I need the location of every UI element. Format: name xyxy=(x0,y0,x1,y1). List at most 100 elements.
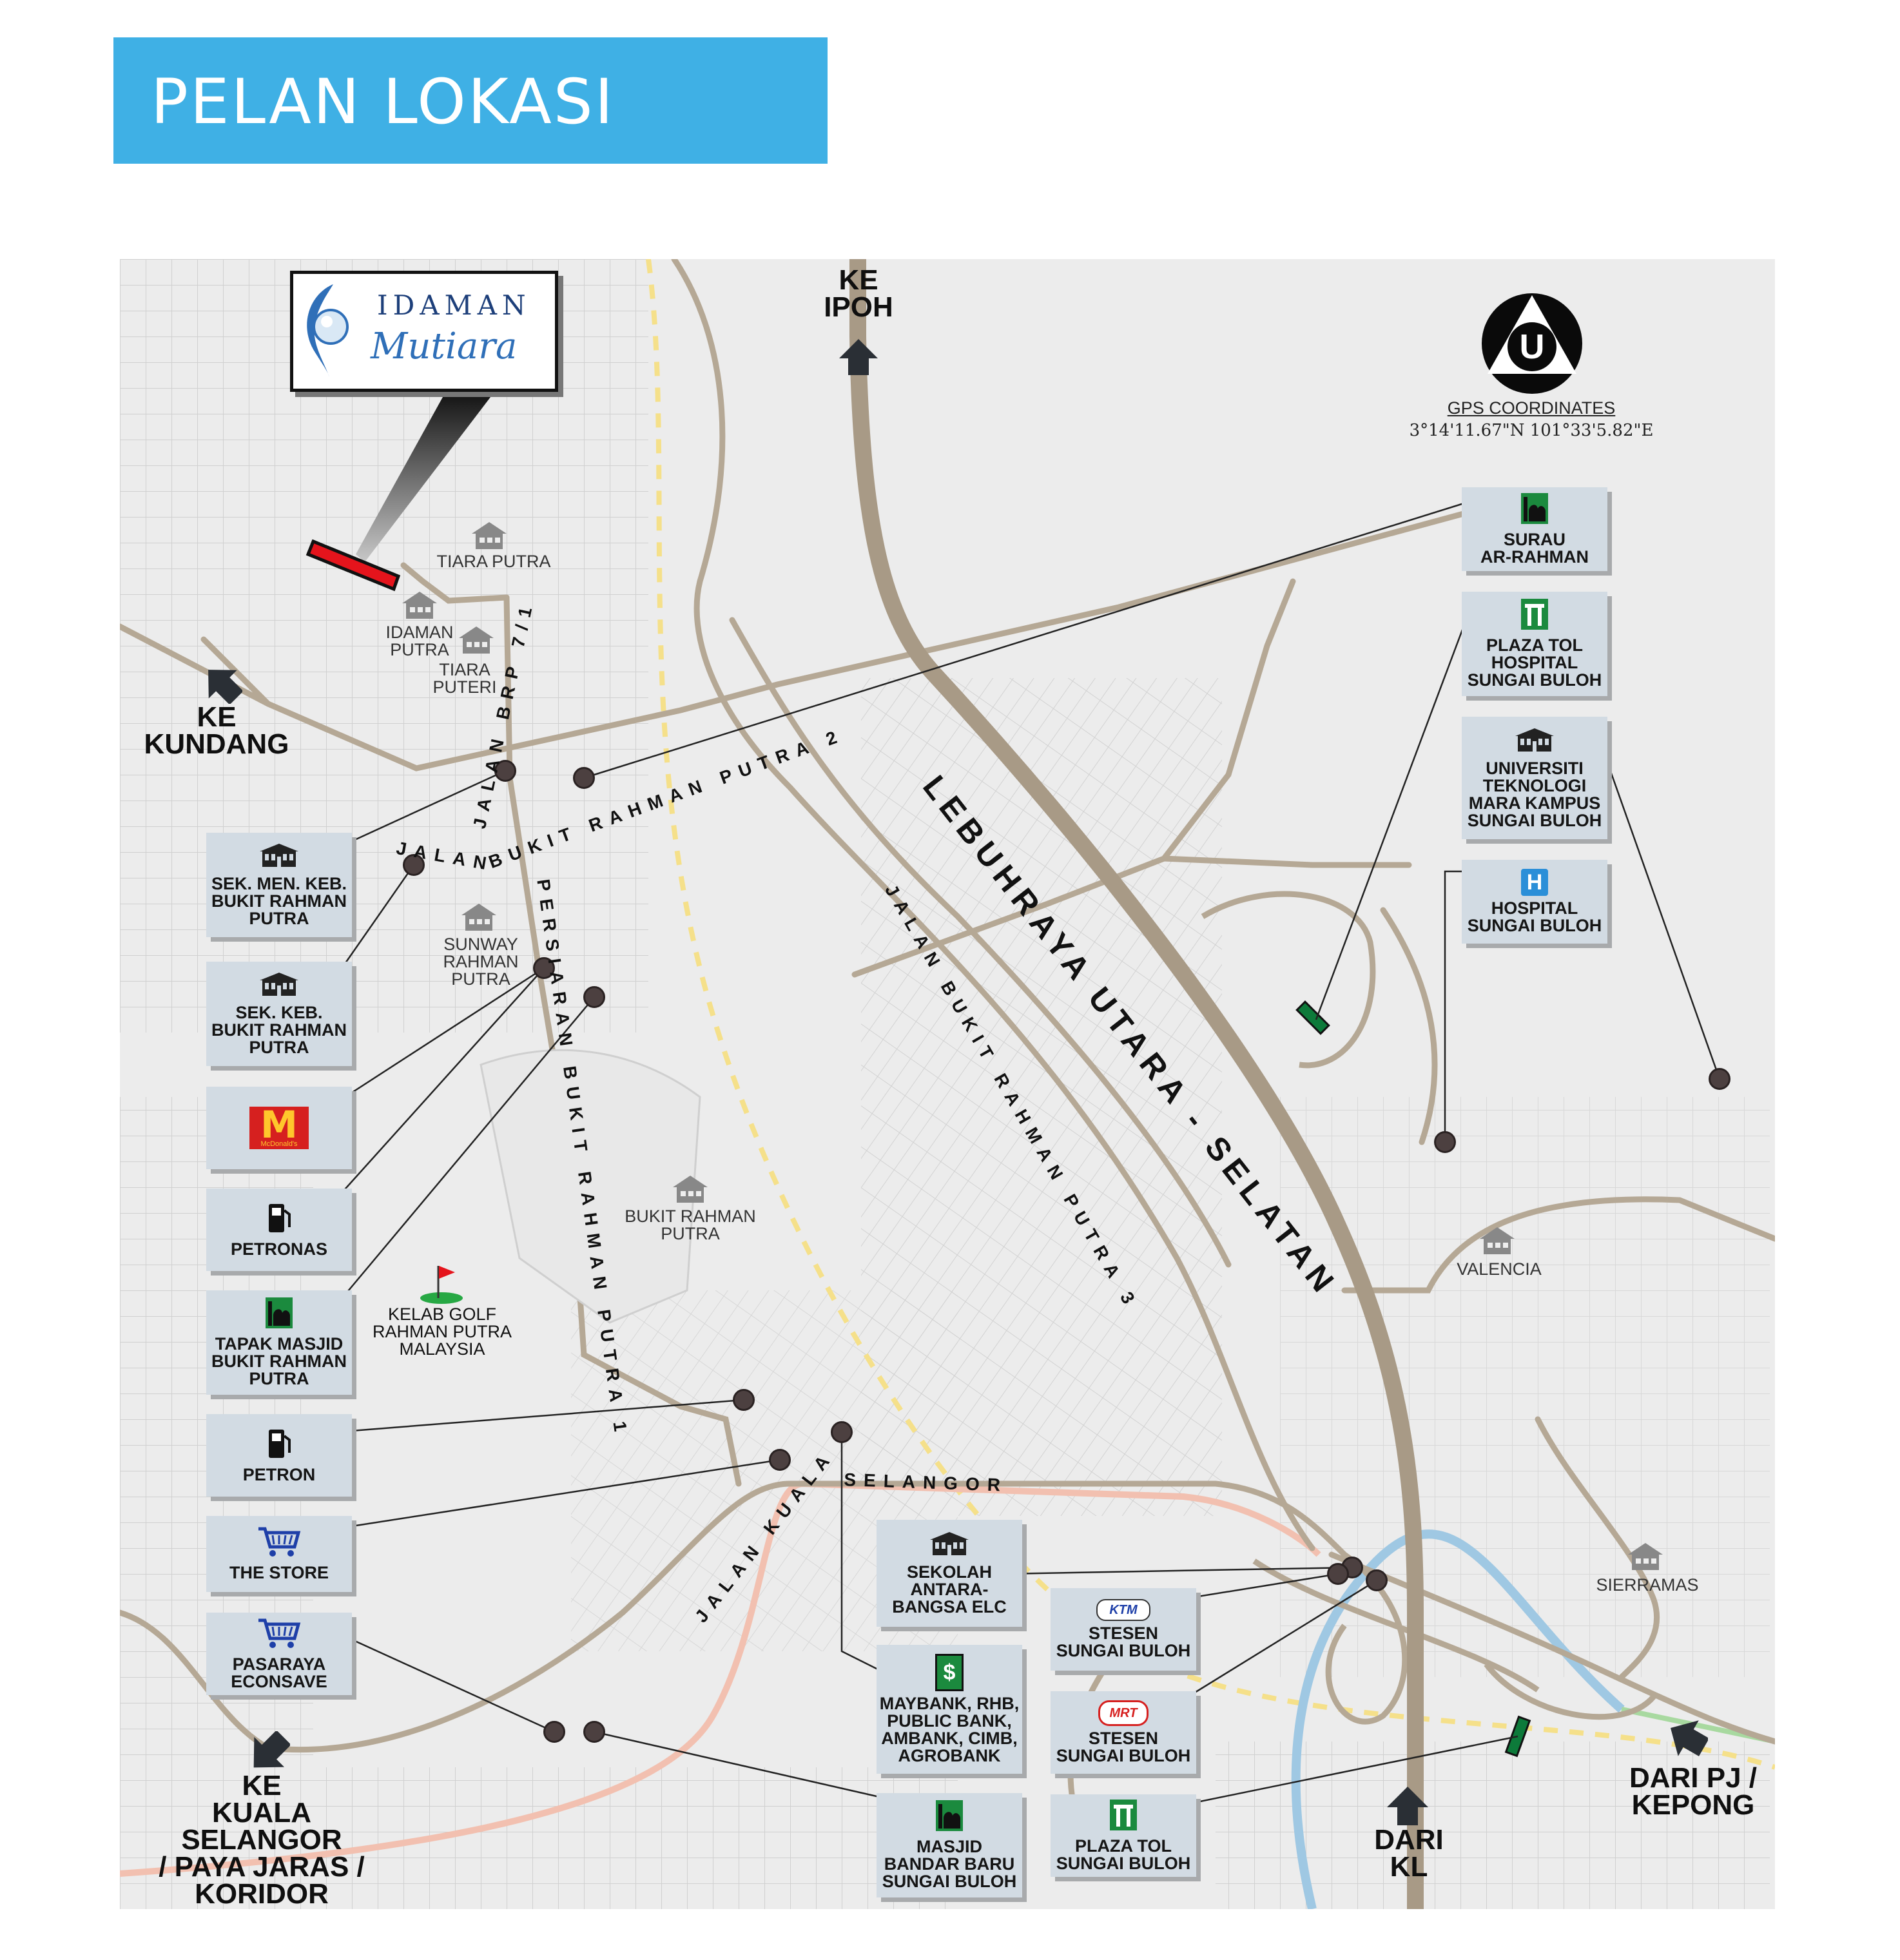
mosque-icon xyxy=(936,1800,963,1834)
arrow-northwest-icon xyxy=(208,670,242,704)
shopping-cart-icon xyxy=(257,1618,301,1652)
bank-dollar-icon: $ xyxy=(935,1654,964,1691)
poi-uitm-sungai-buloh[interactable]: UNIVERSITI TEKNOLOGI MARA KAMPUS SUNGAI … xyxy=(1462,717,1607,839)
marker-the-store[interactable] xyxy=(769,1449,791,1471)
gps-block: GPS COORDINATES 3°14'11.67"N 101°33'5.82… xyxy=(1409,398,1654,440)
poi-masjid-bandar-baru-sungai-buloh[interactable]: MASJID BANDAR BARU SUNGAI BULOH xyxy=(877,1793,1022,1897)
poi-label: MASJID BANDAR BARU SUNGAI BULOH xyxy=(882,1837,1017,1891)
marker-sek-men-keb[interactable] xyxy=(494,760,516,782)
poi-banks[interactable]: $ MAYBANK, RHB, PUBLIC BANK, AMBANK, CIM… xyxy=(877,1645,1022,1774)
poi-sek-keb-bukit-rahman-putra[interactable]: SEK. KEB. BUKIT RAHMAN PUTRA xyxy=(206,962,352,1066)
direction-ke-kundang: KE KUNDANG xyxy=(144,701,289,760)
poi-label: PLAZA TOL SUNGAI BULOH xyxy=(1056,1836,1191,1873)
mosque-icon xyxy=(266,1297,293,1332)
marker-ktm[interactable] xyxy=(1327,1563,1349,1585)
poi-pasaraya-econsave[interactable]: PASARAYA ECONSAVE xyxy=(206,1613,352,1695)
area-tiara-puteri: TIARA PUTERI xyxy=(432,660,497,697)
area-tiara-putra: TIARA PUTRA xyxy=(436,552,551,571)
toll-marker-hospital xyxy=(1295,1000,1330,1035)
shopping-cart-icon xyxy=(257,1526,301,1560)
arrow-left-icon xyxy=(1671,1720,1708,1756)
marker-mcdonalds-petronas[interactable] xyxy=(533,957,555,979)
marker-mrt[interactable] xyxy=(1366,1569,1388,1591)
poi-label: TAPAK MASJID BUKIT RAHMAN PUTRA xyxy=(211,1334,347,1388)
hospital-icon: H xyxy=(1521,869,1548,896)
poi-leader-lines xyxy=(334,500,1721,1807)
school-icon xyxy=(258,971,300,1000)
poi-plaza-tol-sungai-buloh[interactable]: PLAZA TOL SUNGAI BULOH xyxy=(1051,1794,1196,1877)
toll-plaza-icon xyxy=(1521,599,1548,633)
highway-lebuhraya-utara-selatan xyxy=(849,259,1424,1909)
pearl-swirl-icon xyxy=(307,284,349,377)
poi-label: MAYBANK, RHB, PUBLIC BANK, AMBANK, CIMB,… xyxy=(879,1694,1020,1765)
poi-label: STESEN SUNGAI BULOH xyxy=(1056,1729,1191,1765)
poi-label: SURAU AR-RAHMAN xyxy=(1480,529,1589,567)
north-compass-icon: U xyxy=(1482,293,1582,394)
poi-label: PASARAYA ECONSAVE xyxy=(231,1654,327,1691)
poi-label: PETRON xyxy=(242,1465,316,1484)
poi-hospital-sungai-buloh[interactable]: H HOSPITAL SUNGAI BULOH xyxy=(1462,860,1607,944)
poi-label: SEK. MEN. KEB. BUKIT RAHMAN PUTRA xyxy=(211,874,347,928)
area-kelab-golf: KELAB GOLF RAHMAN PUTRA MALAYSIA xyxy=(372,1305,512,1359)
house-icon xyxy=(1478,1226,1516,1259)
idaman-mutiara-logo: IDAMAN Mutiara xyxy=(290,271,558,392)
poi-stesen-mrt-sungai-buloh[interactable]: MRT STESEN SUNGAI BULOH xyxy=(1051,1691,1196,1774)
mrt-logo-icon: MRT xyxy=(1098,1700,1149,1726)
mcdonalds-logo-icon: M McDonald's xyxy=(249,1106,309,1149)
marker-sek-keb[interactable] xyxy=(403,854,425,876)
header-banner: PELAN LOKASI xyxy=(113,37,828,164)
house-icon xyxy=(672,1174,709,1207)
fuel-pump-icon xyxy=(266,1201,292,1237)
fuel-pump-icon xyxy=(266,1427,292,1462)
arrow-up-icon-kl xyxy=(1387,1787,1428,1825)
marker-hospital[interactable] xyxy=(1434,1131,1456,1153)
poi-sek-men-keb-bukit-rahman-putra[interactable]: SEK. MEN. KEB. BUKIT RAHMAN PUTRA xyxy=(206,833,352,937)
marker-tapak-masjid[interactable] xyxy=(583,986,605,1008)
poi-label: SEK. KEB. BUKIT RAHMAN PUTRA xyxy=(211,1003,347,1057)
poi-petron[interactable]: PETRON xyxy=(206,1414,352,1497)
compass-letter: U xyxy=(1520,327,1545,366)
mrt-logo-text: MRT xyxy=(1109,1706,1138,1720)
house-icon xyxy=(458,625,495,658)
school-icon xyxy=(929,1531,970,1560)
house-icon xyxy=(460,902,498,935)
area-sunway-rahman-putra: SUNWAY RAHMAN PUTRA xyxy=(443,935,519,989)
area-bukit-rahman-putra: BUKIT RAHMAN PUTRA xyxy=(625,1207,756,1243)
golf-flag-icon xyxy=(420,1266,463,1304)
river xyxy=(1291,1529,1625,1909)
logo-line-1: IDAMAN xyxy=(377,289,531,321)
marker-banks[interactable] xyxy=(831,1421,853,1443)
logo-line-2: Mutiara xyxy=(371,325,518,367)
poi-surau-ar-rahman[interactable]: SURAU AR-RAHMAN xyxy=(1462,487,1607,571)
jalan-kuala-selangor-pink xyxy=(120,1480,1321,1877)
poi-tapak-masjid-bukit-rahman-putra[interactable]: TAPAK MASJID BUKIT RAHMAN PUTRA xyxy=(206,1290,352,1395)
poi-label: UNIVERSITI TEKNOLOGI MARA KAMPUS SUNGAI … xyxy=(1467,758,1602,830)
poi-stesen-ktm-sungai-buloh[interactable]: KTM STESEN SUNGAI BULOH xyxy=(1051,1588,1196,1671)
poi-sekolah-antarabangsa-elc[interactable]: SEKOLAH ANTARA- BANGSA ELC xyxy=(877,1520,1022,1627)
poi-label: STESEN SUNGAI BULOH xyxy=(1056,1624,1191,1660)
marker-petron[interactable] xyxy=(733,1389,755,1411)
marker-econsave[interactable] xyxy=(543,1721,565,1743)
arrow-southwest-icon xyxy=(253,1731,290,1768)
golf-course-area xyxy=(480,1049,701,1324)
poi-plaza-tol-hospital-sungai-buloh[interactable]: PLAZA TOL HOSPITAL SUNGAI BULOH xyxy=(1462,592,1607,696)
poi-mcdonalds[interactable]: M McDonald's xyxy=(206,1087,352,1169)
hospital-icon-letter: H xyxy=(1526,870,1543,895)
toll-plaza-icon xyxy=(1110,1799,1137,1834)
marker-surau-ar-rahman[interactable] xyxy=(573,767,595,789)
house-icon xyxy=(1627,1542,1664,1575)
poi-petronas[interactable]: PETRONAS xyxy=(206,1189,352,1271)
residential-blocks-bottom xyxy=(120,1767,958,1909)
project-site-marker xyxy=(305,539,401,592)
poi-label: HOSPITAL SUNGAI BULOH xyxy=(1467,898,1602,935)
house-icon xyxy=(401,590,438,623)
area-idaman-putra: IDAMAN PUTRA xyxy=(385,623,454,659)
poi-label: PETRONAS xyxy=(230,1239,328,1259)
school-icon xyxy=(258,842,300,871)
marker-masjid-bandar-baru[interactable] xyxy=(583,1721,605,1743)
gps-value: 3°14'11.67"N 101°33'5.82"E xyxy=(1409,421,1654,440)
poi-the-store[interactable]: THE STORE xyxy=(206,1516,352,1592)
marker-uitm[interactable] xyxy=(1709,1068,1730,1090)
logo-pointer-beam xyxy=(356,391,495,562)
poi-label: SEKOLAH ANTARA- BANGSA ELC xyxy=(892,1562,1007,1616)
